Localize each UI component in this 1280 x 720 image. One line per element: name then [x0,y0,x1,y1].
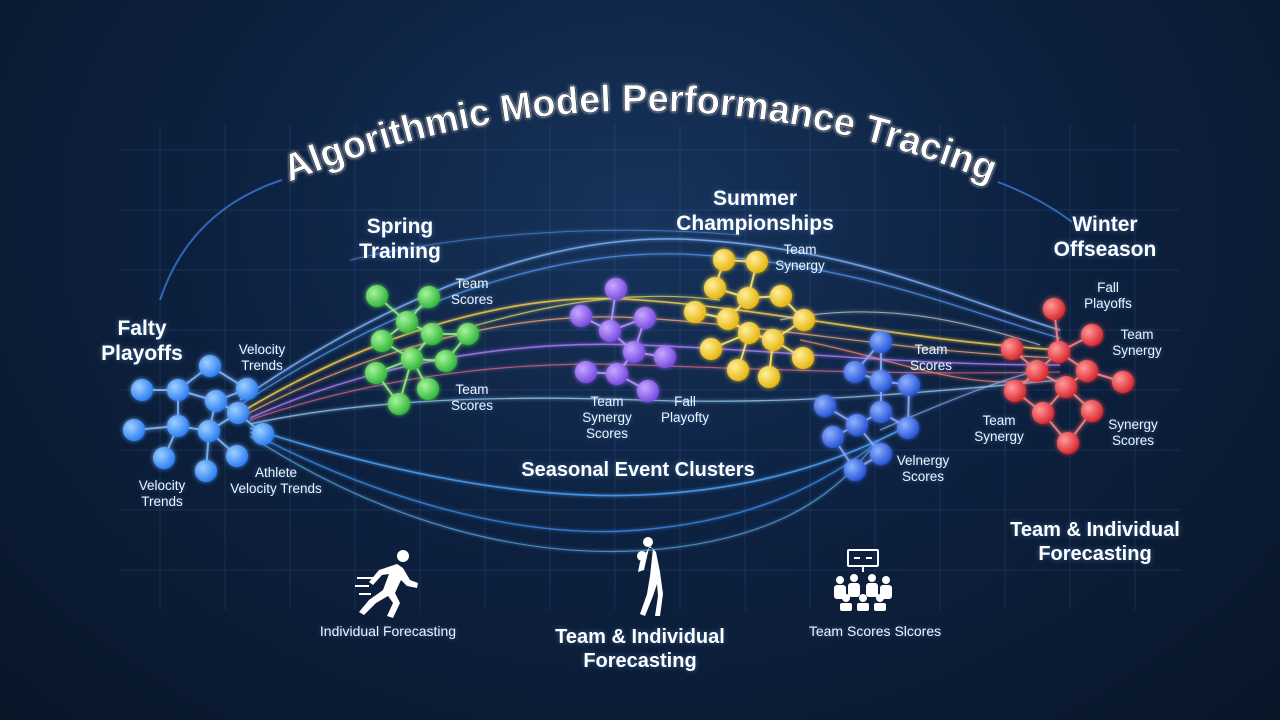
label-team-synergy-yellow: Team Synergy [775,242,825,273]
sprinter-icon [355,550,418,618]
caption-seasonal-event-clusters: Seasonal Event Clusters [521,459,755,481]
label-team-scores-deep-blue: Team Scores [909,342,953,373]
label-team-synergy-scores-purple: Team Synergy Scores [582,394,632,441]
bottom-label-team-scores: Team Scores Slcores [808,623,942,639]
page-title: Algorithmic Model Performance Tracing [277,78,1003,191]
caption-team-individual-forecasting-right: Team & Individual Forecasting [1010,519,1180,565]
cluster-yellow [684,249,815,388]
cluster-purple [570,278,676,402]
background-grid [120,125,1180,610]
label-synergy-scores-red: Synergy Scores [1108,417,1158,448]
label-team-synergy-red-right: Team Synergy [1112,327,1162,358]
label-athlete-velocity-trends: Athlete Velocity Trends [230,465,322,496]
cluster-title-winter-offseason: Winter Offseason [1053,213,1157,261]
left-arc [159,179,283,301]
label-team-scores-green-bottom: Team Scores [450,382,494,413]
basketball-player-icon [637,537,663,616]
cluster-deep-blue [814,331,920,481]
cluster-red [1001,298,1134,454]
cluster-title-summer-championships: Summer Championships [676,187,834,235]
label-velnergy-scores: Velnergy Scores [896,453,950,484]
label-team-synergy-red-left: Team Synergy [974,413,1024,444]
label-velocity-trends-bottom: Velocity Trends [138,478,186,509]
team-group-icon [834,549,892,611]
right-arc [997,181,1073,223]
label-team-scores-green-top: Team Scores [450,276,494,307]
cluster-title-falty-playoffs: Falty Playoffs [101,317,183,365]
cluster-title-spring-training: Spring Training [359,215,441,263]
label-fall-playofty: Fall Playofty [660,394,710,425]
cluster-blue [123,355,274,482]
cluster-green [365,285,479,415]
bottom-label-individual-forecasting: Individual Forecasting [319,623,457,639]
label-velocity-trends-top: Velocity Trends [238,342,286,373]
bottom-label-team-individual-forecasting: Team & Individual Forecasting [555,626,725,672]
label-fall-playoffs-red: Fall Playoffs [1084,280,1132,311]
